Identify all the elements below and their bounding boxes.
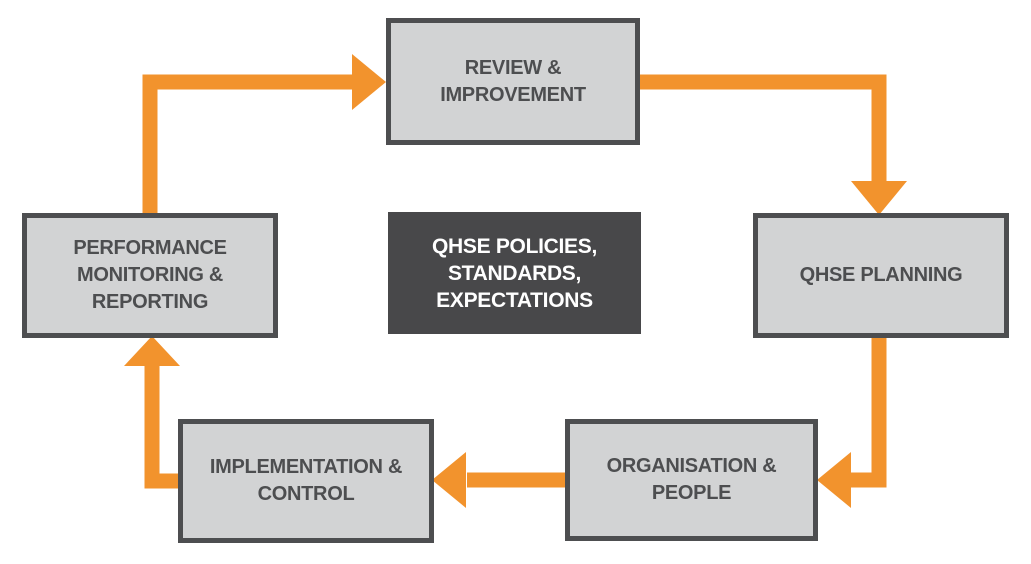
node-review-improvement-label: REVIEW & IMPROVEMENT <box>440 56 586 106</box>
node-organisation-people-label: ORGANISATION & PEOPLE <box>606 455 777 504</box>
arrow-performance-to-review <box>142 54 386 214</box>
node-performance-monitoring-reporting-label: PERFORMANCE MONITORING & REPORTING <box>73 237 227 313</box>
node-organisation-people: ORGANISATION & PEOPLE <box>565 419 818 541</box>
node-qhse-planning-label: QHSE PLANNING <box>799 264 963 286</box>
node-review-improvement: REVIEW & IMPROVEMENT <box>386 18 640 145</box>
arrow-review-to-planning <box>640 74 907 215</box>
node-performance-monitoring-reporting: PERFORMANCE MONITORING & REPORTING <box>22 213 278 338</box>
node-qhse-policies-standards-expectations-label: QHSE POLICIES, STANDARDS, EXPECTATIONS <box>432 234 597 312</box>
node-implementation-control-label: IMPLEMENTATION & CONTROL <box>209 456 403 505</box>
arrow-planning-to-organisation <box>817 337 887 508</box>
arrow-organisation-to-implementation <box>432 452 566 508</box>
arrow-implementation-to-performance <box>124 336 180 489</box>
node-qhse-planning: QHSE PLANNING <box>753 213 1009 338</box>
node-implementation-control: IMPLEMENTATION & CONTROL <box>178 419 434 543</box>
node-qhse-policies-standards-expectations: QHSE POLICIES, STANDARDS, EXPECTATIONS <box>388 212 641 334</box>
